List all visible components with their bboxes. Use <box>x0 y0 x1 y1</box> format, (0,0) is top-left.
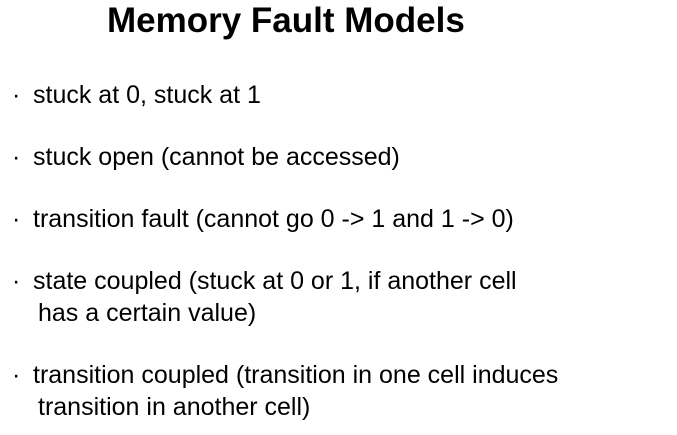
bullet-line: stuck open (cannot be accessed) <box>33 143 400 171</box>
bullet-line: has a certain value) <box>38 299 257 327</box>
bullet-item-transition-fault: · transition fault (cannot go 0 -> 1 and… <box>12 203 677 235</box>
bullet-item-state-coupled: · state coupled (stuck at 0 or 1, if ano… <box>12 265 677 329</box>
bullet-line: state coupled (stuck at 0 or 1, if anoth… <box>33 267 517 295</box>
bullet-line: transition coupled (transition in one ce… <box>33 361 559 389</box>
bullet-text: transition fault (cannot go 0 -> 1 and 1… <box>33 203 514 235</box>
bullet-dot-icon: · <box>12 205 21 233</box>
bullet-text: transition coupled (transition in one ce… <box>33 359 558 423</box>
bullet-dot-icon: · <box>12 81 21 109</box>
bullet-dot-icon: · <box>12 361 21 389</box>
bullet-line: stuck at 0, stuck at 1 <box>33 81 261 109</box>
bullet-text: state coupled (stuck at 0 or 1, if anoth… <box>33 265 517 329</box>
bullet-dot-icon: · <box>12 267 21 295</box>
bullet-text: stuck open (cannot be accessed) <box>33 141 400 173</box>
bullet-line: transition in another cell) <box>38 393 311 421</box>
slide-title: Memory Fault Models <box>107 1 465 40</box>
bullet-text: stuck at 0, stuck at 1 <box>33 79 261 111</box>
bullet-item-stuck-at: · stuck at 0, stuck at 1 <box>12 79 677 111</box>
bullet-line: transition fault (cannot go 0 -> 1 and 1… <box>33 205 514 233</box>
bullet-dot-icon: · <box>12 143 21 171</box>
bullet-item-transition-coupled: · transition coupled (transition in one … <box>12 359 677 423</box>
bullet-item-stuck-open: · stuck open (cannot be accessed) <box>12 141 677 173</box>
bullet-list: · stuck at 0, stuck at 1 · stuck open (c… <box>12 79 677 423</box>
